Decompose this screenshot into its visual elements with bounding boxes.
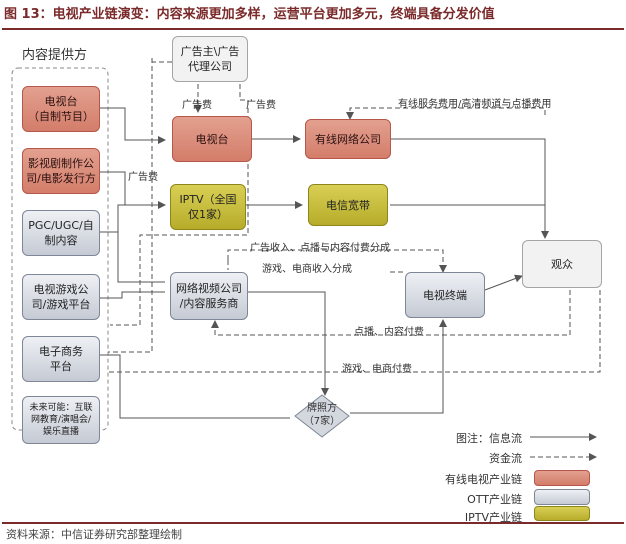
node-tv-self: 电视台（自制节目） — [22, 86, 100, 132]
node-iptv: IPTV（全国仅1家） — [170, 184, 246, 230]
node-tv-terminal: 电视终端 — [405, 272, 485, 318]
node-ecom: 电子商务平台 — [22, 336, 100, 382]
label-ad-fee-2: 广告费 — [246, 100, 276, 111]
legend-money-flow: 资金流 — [489, 452, 522, 465]
figure-title: 图 13：电视产业链演变：内容来源更加多样，运营平台更加多元，终端具备分发价值 — [4, 7, 495, 22]
node-video-site: 网络视频公司/内容服务商 — [170, 272, 248, 320]
node-license: 牌照方 （7家） — [294, 394, 350, 438]
node-game: 电视游戏公司/游戏平台 — [22, 274, 100, 320]
label-ad-share: 广告收入、点播与内容付费分成 — [250, 243, 390, 254]
legend-iptv-chain: IPTV产业链 — [464, 511, 522, 524]
title-rule — [2, 28, 624, 30]
legend-cable-swatch — [534, 470, 590, 486]
source-note: 资料来源：中信证券研究部整理绘制 — [6, 528, 182, 541]
label-cable-fee: 有线服务费用/高清频道与点播费用 — [398, 99, 552, 110]
legend-iptv-swatch — [534, 506, 590, 521]
label-ad-fee-1: 广告费 — [182, 100, 212, 111]
node-advertiser: 广告主\广告代理公司 — [172, 36, 248, 82]
label-ad-fee-3: 广告费 — [128, 172, 158, 183]
info-flow-lines — [100, 107, 549, 419]
legend-cable-chain: 有线电视产业链 — [445, 473, 522, 486]
footer-rule — [2, 522, 624, 524]
node-future: 未来可能：互联网教育/演唱会/娱乐直播 — [22, 396, 100, 444]
node-cable: 有线网络公司 — [305, 119, 391, 159]
label-game-share: 游戏、电商收入分成 — [262, 264, 352, 275]
providers-group-outline — [11, 67, 109, 431]
node-audience: 观众 — [522, 240, 602, 288]
legend-info-flow: 图注：信息流 — [456, 432, 522, 445]
node-telecom: 电信宽带 — [308, 184, 388, 226]
label-game-pay: 游戏、电商付费 — [342, 364, 412, 375]
legend-ott-swatch — [534, 489, 590, 505]
node-film: 影视剧制作公司/电影发行方 — [22, 148, 100, 194]
providers-title: 内容提供方 — [22, 48, 88, 63]
node-pgc: PGC/UGC/自制内容 — [22, 210, 100, 256]
node-tv-station: 电视台 — [172, 116, 252, 162]
money-flow-lines — [108, 58, 601, 373]
legend-ott-chain: OTT产业链 — [467, 493, 522, 506]
label-vod-pay: 点播、内容付费 — [354, 327, 424, 338]
